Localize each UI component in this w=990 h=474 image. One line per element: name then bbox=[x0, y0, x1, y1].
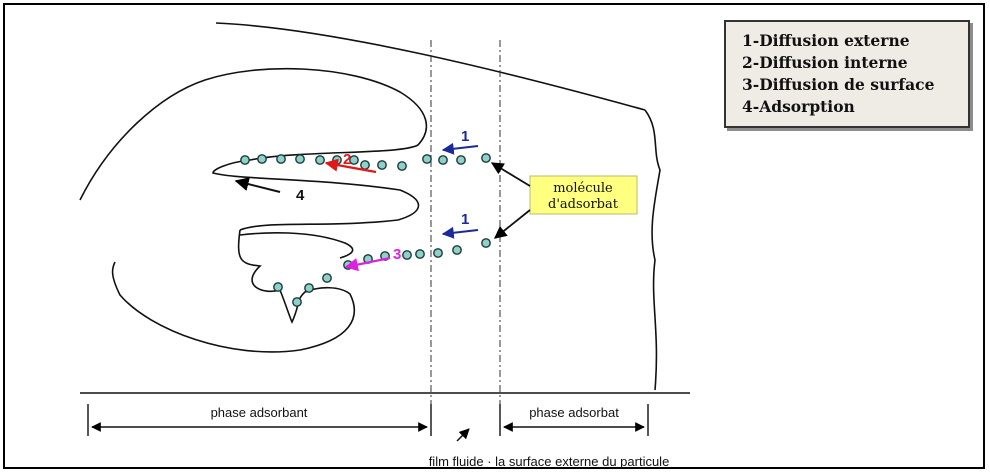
molecule bbox=[402, 250, 412, 260]
molecule bbox=[481, 238, 491, 248]
external-diffusion-arrow-bottom bbox=[441, 226, 479, 239]
film-pointer-arrow bbox=[456, 428, 470, 442]
molecule bbox=[433, 248, 443, 258]
bottom-caption: film fluide · la surface externe du part… bbox=[429, 454, 670, 469]
step-number-surface: 3 bbox=[393, 246, 401, 263]
pore-bottom-upper-edge bbox=[239, 231, 354, 259]
legend-item-surface-diffusion: 3-Diffusion de surface bbox=[742, 75, 935, 94]
external-diffusion-arrow-top bbox=[441, 142, 479, 155]
molecule bbox=[322, 273, 332, 283]
callout-pointer-bottom bbox=[494, 209, 531, 239]
molecule bbox=[349, 155, 359, 165]
particle-upper-edge bbox=[79, 67, 428, 231]
film-boundaries bbox=[430, 40, 501, 430]
molecule bbox=[452, 245, 462, 255]
particle-top-edge bbox=[215, 22, 646, 111]
molecule bbox=[438, 155, 448, 165]
molecule bbox=[295, 154, 305, 164]
molecule bbox=[422, 154, 432, 164]
molecule bbox=[415, 249, 425, 259]
phase-dimensions bbox=[87, 404, 649, 436]
step-number-external-top: 1 bbox=[461, 128, 469, 145]
step-number-internal: 2 bbox=[343, 151, 351, 168]
callout-pointer-top bbox=[490, 162, 531, 187]
molecule bbox=[315, 155, 325, 165]
particle-right-edge bbox=[644, 109, 661, 391]
molecule bbox=[377, 160, 387, 170]
legend: 1-Diffusion externe 2-Diffusion interne … bbox=[724, 20, 970, 128]
molecule bbox=[397, 161, 407, 171]
legend-item-external-diffusion: 1-Diffusion externe bbox=[742, 31, 910, 50]
particle-outline bbox=[79, 22, 661, 391]
particle-lower-edge bbox=[111, 229, 355, 353]
surface-diffusion-arrow bbox=[344, 256, 391, 272]
molecule-callout-box bbox=[529, 175, 638, 215]
molecule bbox=[273, 282, 283, 292]
figure-frame bbox=[3, 3, 985, 469]
phase-adsorbant-label: phase adsorbant bbox=[211, 405, 308, 420]
molecule bbox=[257, 154, 267, 164]
step-number-external-bottom: 1 bbox=[461, 211, 469, 228]
molecule bbox=[332, 155, 342, 165]
molecule-callout-line1: molécule bbox=[553, 181, 613, 196]
phase-adsorbat-label: phase adsorbat bbox=[529, 405, 619, 420]
step-number-adsorption: 4 bbox=[296, 187, 305, 204]
legend-item-adsorption: 4-Adsorption bbox=[742, 97, 855, 116]
molecule bbox=[292, 297, 302, 307]
adsorption-arrow bbox=[234, 177, 281, 193]
molecule bbox=[304, 283, 314, 293]
adsorbate-molecules bbox=[240, 153, 491, 307]
molecule-callout-line2: d'adsorbat bbox=[548, 197, 619, 212]
legend-item-internal-diffusion: 2-Diffusion interne bbox=[742, 53, 908, 72]
molecule bbox=[240, 155, 250, 165]
internal-diffusion-arrow bbox=[324, 158, 377, 174]
molecule bbox=[360, 160, 370, 170]
molecule bbox=[456, 155, 466, 165]
molecule bbox=[276, 154, 286, 164]
molecule bbox=[481, 153, 491, 163]
